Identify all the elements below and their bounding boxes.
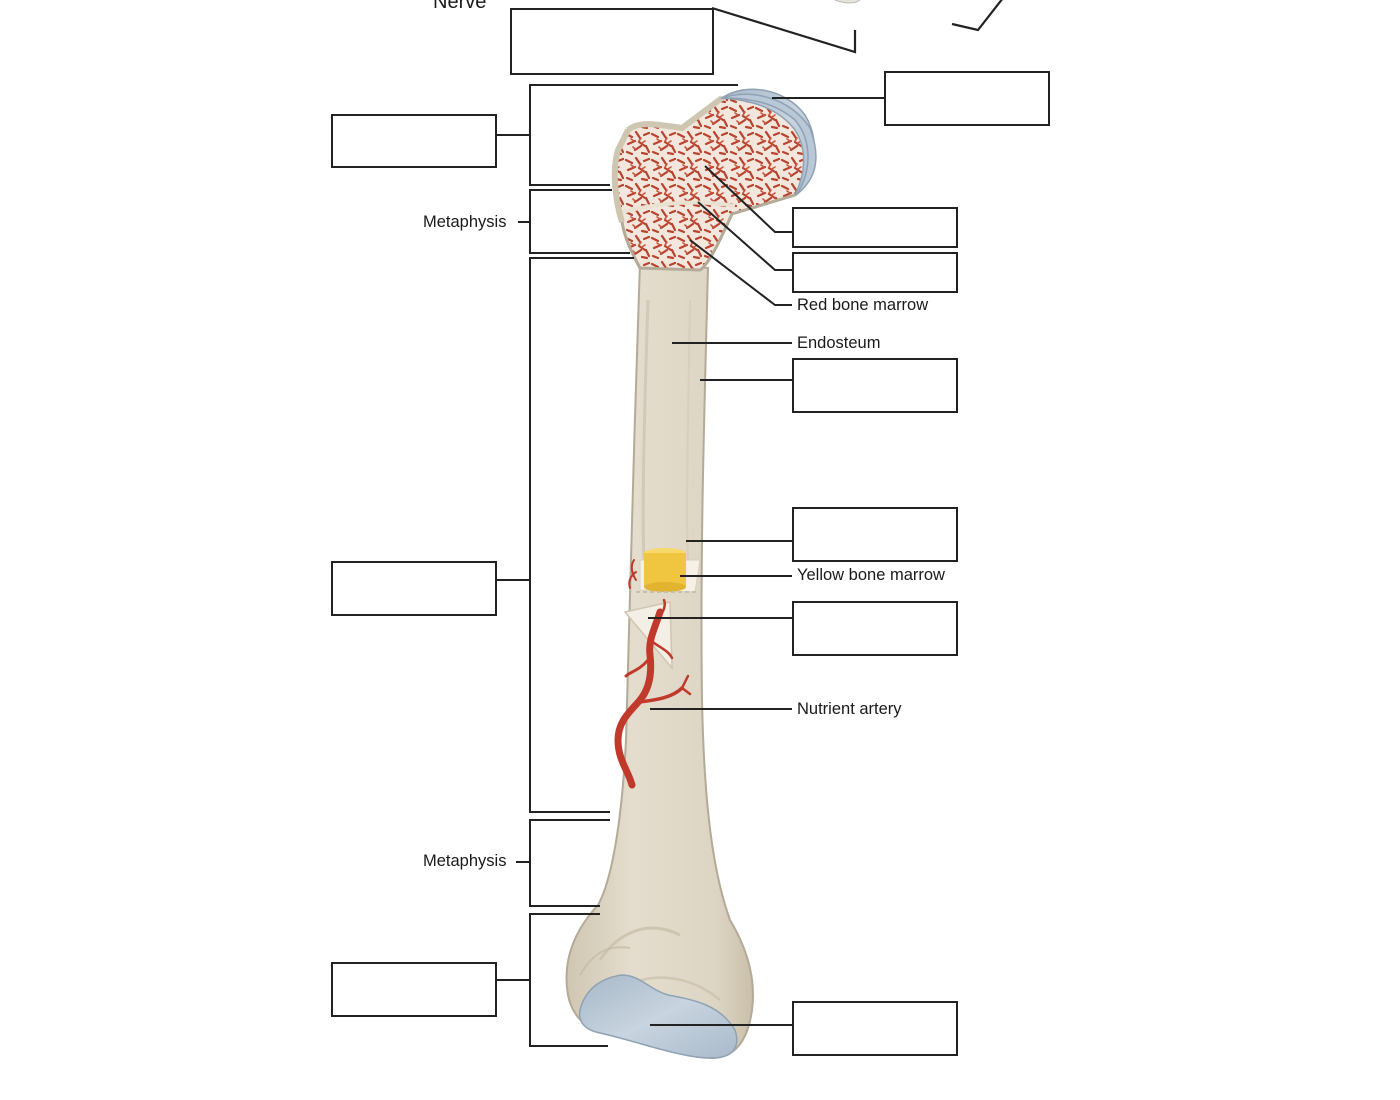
blank-label-box-articular-cartilage-proximal[interactable]: [884, 71, 1050, 126]
label-metaphysis-upper: Metaphysis: [423, 213, 507, 231]
femur: [565, 88, 817, 1060]
label-metaphysis-lower: Metaphysis: [423, 852, 507, 870]
blank-label-box-periosteum[interactable]: [792, 601, 958, 656]
top-partial-label: Nerve: [433, 0, 487, 13]
blank-label-box-articular-cartilage-distal[interactable]: [792, 1001, 958, 1056]
label-nutrient-artery: Nutrient artery: [797, 700, 902, 718]
blank-label-box-spongy-bone[interactable]: [792, 207, 958, 248]
top-leader-lines: [711, 0, 1003, 54]
nutrient-artery-illustration: [614, 559, 692, 789]
blank-label-box-distal-epiphysis[interactable]: [331, 962, 497, 1017]
blank-label-box-proximal-epiphysis[interactable]: [331, 114, 497, 168]
left-brackets: [496, 84, 738, 1047]
blank-label-box-top[interactable]: [510, 8, 714, 75]
label-red-bone-marrow: Red bone marrow: [797, 296, 929, 314]
label-yellow-bone-marrow: Yellow bone marrow: [797, 566, 945, 584]
blank-label-box-diaphysis[interactable]: [331, 561, 497, 616]
bone-shaft: [565, 260, 754, 1060]
epiphyseal-line: [621, 200, 736, 214]
label-endosteum: Endosteum: [797, 334, 881, 352]
blank-label-box-medullary-cavity[interactable]: [792, 507, 958, 562]
blank-label-box-compact-bone[interactable]: [792, 358, 958, 413]
right-leader-lines: [648, 97, 884, 1026]
blank-label-box-epiphyseal-line[interactable]: [792, 252, 958, 293]
distal-articular-cartilage: [578, 974, 738, 1059]
